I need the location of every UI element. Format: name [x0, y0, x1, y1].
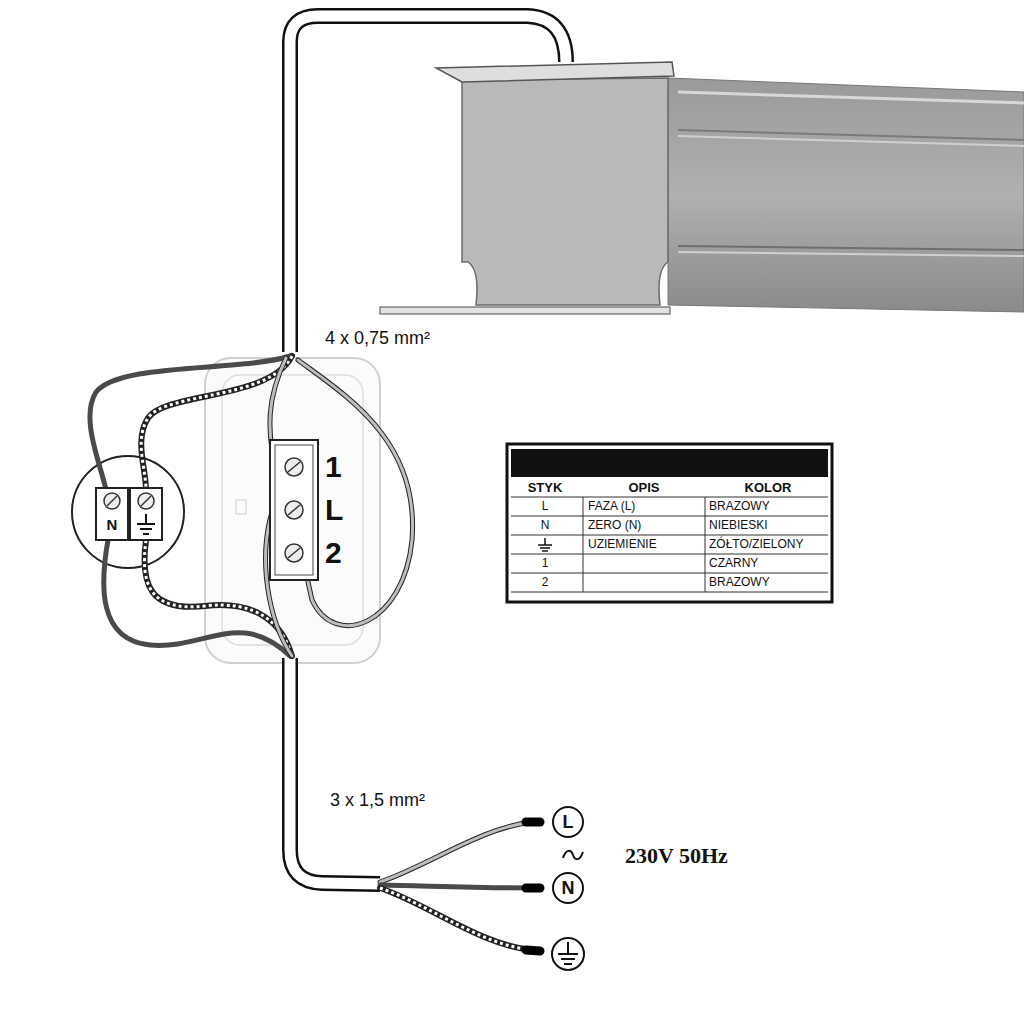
cable-spec: 4 x 0,75 mm² — [325, 327, 430, 349]
table-cell: CZARNY — [709, 556, 758, 570]
neutral-earth-terminal — [72, 456, 184, 568]
cable-4x075 — [290, 16, 566, 352]
table-cell: BRAZOWY — [709, 499, 770, 513]
earth-terminal-symbol — [552, 938, 584, 970]
neutral-wire — [380, 885, 532, 888]
earth-symbol — [137, 514, 155, 534]
earth-symbol — [538, 538, 552, 551]
terminal-letter: N — [552, 872, 584, 904]
table-cell: FAZA (L) — [588, 499, 635, 513]
neutral-terminal-circle: N — [552, 872, 584, 904]
cable-spec: 3 x 1,5 mm² — [330, 789, 425, 811]
phase-wire — [380, 822, 532, 882]
table-cell: N — [541, 518, 550, 532]
table-header: STYK — [528, 480, 563, 496]
terminal-label: L — [325, 492, 343, 528]
neutral-wire — [104, 540, 290, 656]
table-cell: ZERO (N) — [588, 518, 641, 532]
table-cell: ZÓŁTO/ZIELONY — [709, 537, 803, 551]
table-header: KOLOR — [745, 480, 792, 496]
ac-symbol — [563, 851, 583, 859]
table-cell: BRAZOWY — [709, 575, 770, 589]
terminal-label: N — [107, 516, 118, 534]
terminal-label: 1 — [325, 449, 342, 485]
supply-rating: 230V 50Hz — [625, 843, 728, 869]
table-cell: UZIEMIENIE — [588, 537, 657, 551]
wire-ends — [526, 822, 540, 951]
heater — [380, 62, 1024, 314]
terminal-label: 2 — [325, 535, 342, 571]
earth-wire — [380, 888, 532, 950]
cable-3x15 — [290, 658, 380, 884]
terminal-blocks — [96, 488, 162, 540]
table-cell: 1 — [542, 556, 549, 570]
table-cell: L — [542, 499, 549, 513]
neutral-wire — [90, 356, 290, 490]
table-header: OPIS — [628, 480, 659, 496]
terminal-strip — [270, 440, 318, 580]
table-cell: 2 — [542, 575, 549, 589]
terminal-letter: L — [552, 806, 584, 838]
table-cell: NIEBIESKI — [709, 518, 768, 532]
wire-color-table — [507, 444, 832, 602]
phase-terminal-circle: L — [552, 806, 584, 838]
